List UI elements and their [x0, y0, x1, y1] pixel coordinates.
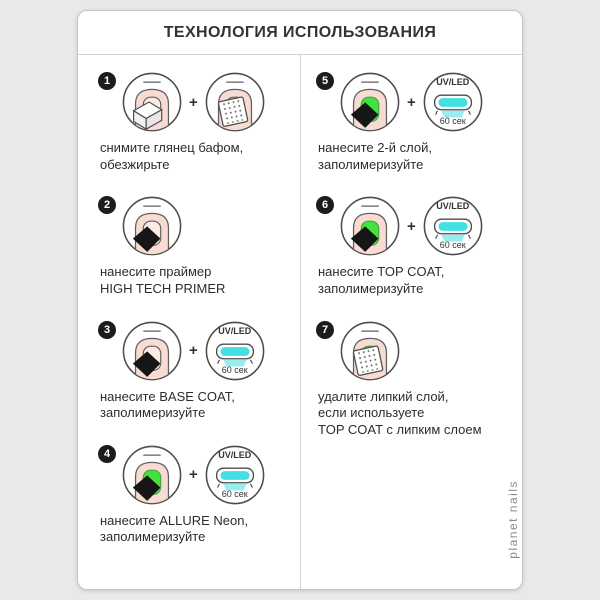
step-caption: нанесите 2-й слой, заполимеризуйте	[316, 140, 516, 173]
uv-lamp-icon: UV/LED 60 сек	[422, 71, 484, 133]
duration-label: 60 сек	[221, 364, 248, 375]
caption-line: нанесите ALLURE Neon,	[100, 512, 249, 528]
step-caption: снимите глянец бафом, обезжирьте	[98, 140, 294, 173]
step-5-illustrations: 5 + UV/LED 60 сек	[316, 71, 516, 133]
nail-buffer-icon	[121, 71, 183, 133]
step-6: 6 + UV/LED 60 сек нанесите TOP COAT, зап…	[316, 195, 516, 297]
step-4-illustrations: 4 + UV/LED 60 сек	[98, 444, 294, 506]
step-number-badge: 7	[316, 320, 334, 339]
plus-sign: +	[407, 217, 416, 235]
step-number-badge: 4	[98, 444, 116, 463]
caption-line: обезжирьте	[100, 156, 170, 172]
step-6-illustrations: 6 + UV/LED 60 сек	[316, 195, 516, 257]
brand-watermark: planet nails	[506, 480, 520, 559]
card-header: ТЕХНОЛОГИЯ ИСПОЛЬЗОВАНИЯ	[78, 11, 522, 55]
caption-line: нанесите TOP COAT,	[318, 264, 445, 280]
plus-sign: +	[189, 342, 198, 359]
steps-grid: 1 + снимите глянец бафом, обезжирьте 2	[78, 55, 522, 589]
uv-led-label: UV/LED	[436, 201, 470, 212]
caption-line: заполимеризуйте	[318, 156, 424, 172]
duration-label: 60 сек	[439, 116, 466, 126]
plus-sign: +	[189, 466, 198, 484]
step-1-illustrations: 1 +	[98, 71, 294, 133]
step-number-badge: 2	[98, 196, 116, 215]
step-number-badge: 1	[98, 72, 116, 90]
nail-wipe-icon	[204, 71, 266, 133]
caption-line: нанесите BASE COAT,	[100, 388, 235, 404]
nail-primer-brush-icon	[121, 195, 183, 257]
step-1: 1 + снимите глянец бафом, обезжирьте	[98, 71, 294, 173]
steps-column-right: 5 + UV/LED 60 сек нанесите 2-й слой, зап…	[300, 55, 522, 589]
steps-column-left: 1 + снимите глянец бафом, обезжирьте 2	[78, 55, 300, 589]
step-7-illustrations: 7	[316, 320, 516, 382]
step-number-badge: 6	[316, 196, 334, 215]
caption-line: удалите липкий слой,	[318, 388, 449, 404]
uv-led-label: UV/LED	[218, 325, 252, 336]
step-caption: нанесите BASE COAT, заполимеризуйте	[98, 389, 294, 422]
green-nail-brush-icon	[339, 71, 401, 133]
duration-label: 60 сек	[439, 240, 466, 251]
caption-line: если используете	[318, 405, 425, 421]
uv-lamp-icon: UV/LED 60 сек	[204, 444, 266, 506]
caption-line: TOP COAT с липким слоем	[318, 421, 482, 437]
uv-lamp-icon: UV/LED 60 сек	[422, 195, 484, 257]
uv-led-label: UV/LED	[218, 449, 252, 460]
plus-sign: +	[189, 93, 198, 111]
uv-lamp-icon: UV/LED 60 сек	[204, 320, 266, 382]
step-number-badge: 5	[316, 72, 334, 90]
caption-line: заполимеризуйте	[100, 405, 206, 421]
plus-sign: +	[407, 93, 416, 111]
step-caption: нанесите TOP COAT, заполимеризуйте	[316, 264, 516, 297]
caption-line: нанесите 2-й слой,	[318, 140, 432, 155]
caption-line: заполимеризуйте	[100, 529, 206, 545]
step-caption: удалите липкий слой, если используете TO…	[316, 389, 516, 439]
caption-line: заполимеризуйте	[318, 280, 424, 296]
step-3-illustrations: 3 + UV/LED 60 сек	[98, 320, 294, 382]
page-title: ТЕХНОЛОГИЯ ИСПОЛЬЗОВАНИЯ	[163, 23, 437, 41]
nail-base-coat-brush-icon	[121, 320, 183, 382]
caption-line: HIGH TECH PRIMER	[100, 280, 226, 296]
green-nail-top-coat-brush-icon	[339, 195, 401, 257]
caption-line: снимите глянец бафом,	[100, 140, 244, 155]
step-caption: нанесите ALLURE Neon, заполимеризуйте	[98, 513, 294, 546]
step-3: 3 + UV/LED 60 сек нанесите BASE COAT, за…	[98, 320, 294, 422]
green-nail-wipe-icon	[339, 320, 401, 382]
step-2: 2 нанесите праймер HIGH TECH PRIMER	[98, 195, 294, 297]
step-5: 5 + UV/LED 60 сек нанесите 2-й слой, зап…	[316, 71, 516, 173]
step-caption: нанесите праймер HIGH TECH PRIMER	[98, 264, 294, 297]
step-4: 4 + UV/LED 60 сек нанесите ALLURE Neon, …	[98, 444, 294, 546]
duration-label: 60 сек	[221, 488, 248, 499]
step-2-illustrations: 2	[98, 195, 294, 257]
green-nail-brush-icon	[121, 444, 183, 506]
uv-led-label: UV/LED	[436, 77, 470, 87]
step-number-badge: 3	[98, 320, 116, 339]
instruction-card: ТЕХНОЛОГИЯ ИСПОЛЬЗОВАНИЯ 1 + снимите гля…	[77, 10, 523, 590]
caption-line: нанесите праймер	[100, 264, 212, 280]
step-7: 7 удалите липкий слой, если используете …	[316, 320, 516, 439]
